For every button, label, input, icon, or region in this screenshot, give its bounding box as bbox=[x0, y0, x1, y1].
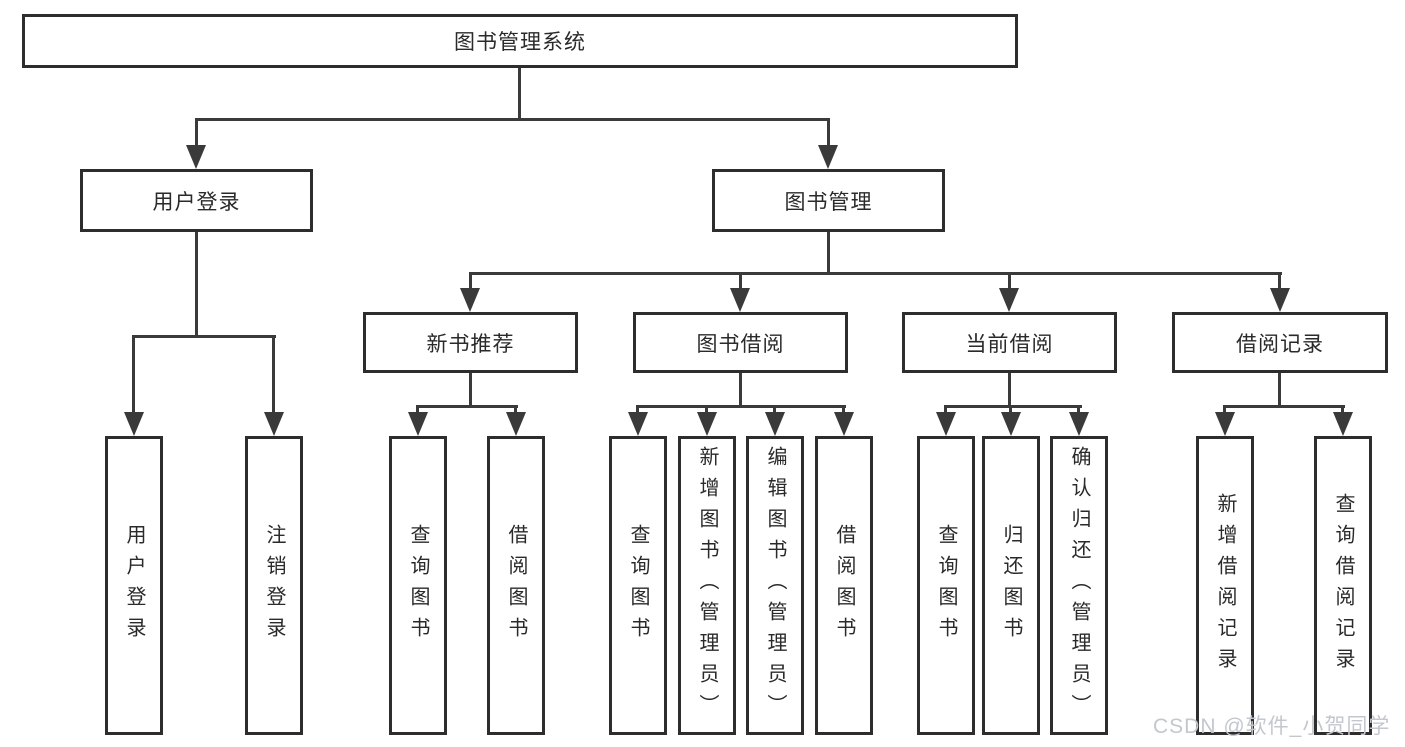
node-book-management: 图书管理 bbox=[712, 169, 945, 232]
leaf-edit-book-admin: 编辑图书（管理员） bbox=[746, 436, 804, 735]
connector-drop-leaf bbox=[1341, 405, 1344, 415]
connector-drop-leaf bbox=[842, 405, 845, 415]
node-book-borrow-label: 图书借阅 bbox=[696, 332, 785, 356]
connector-drop-leaf bbox=[773, 405, 776, 415]
connector-group-rail bbox=[944, 405, 1082, 408]
arrowhead-icon bbox=[264, 412, 284, 436]
csdn-watermark: CSDN @软件_小贺同学 bbox=[1153, 715, 1391, 738]
leaf-confirm-return-admin: 确认归还（管理员） bbox=[1050, 436, 1108, 735]
leaf-add-book-admin-label: 新增图书（管理员） bbox=[696, 446, 718, 725]
arrowhead-icon bbox=[818, 145, 838, 169]
connector-group-stem bbox=[469, 373, 472, 407]
leaf-edit-book-admin-label: 编辑图书（管理员） bbox=[764, 446, 786, 725]
leaf-borrow-book-2-label: 借阅图书 bbox=[833, 523, 855, 648]
arrowhead-icon bbox=[936, 412, 956, 436]
leaf-add-borrow-record: 新增借阅记录 bbox=[1196, 436, 1254, 735]
node-borrow-record: 借阅记录 bbox=[1172, 312, 1388, 373]
leaf-query-book-3: 查询图书 bbox=[917, 436, 975, 735]
connector-group-rail bbox=[1223, 405, 1345, 408]
connector-drop-module bbox=[1008, 272, 1011, 292]
connector-drop-leaf bbox=[944, 405, 947, 415]
node-root: 图书管理系统 bbox=[22, 14, 1018, 68]
node-root-label: 图书管理系统 bbox=[454, 31, 586, 54]
node-user-login: 用户登录 bbox=[80, 169, 313, 232]
arrowhead-icon bbox=[1333, 412, 1353, 436]
connector-drop-leaf bbox=[705, 405, 708, 415]
connector-drop-leaf bbox=[1009, 405, 1012, 415]
connector-drop-leaf bbox=[514, 405, 517, 415]
connector-level2-rail bbox=[195, 118, 830, 121]
connector-user-login-stem bbox=[195, 232, 198, 338]
leaf-query-borrow-record-label: 查询借阅记录 bbox=[1332, 492, 1354, 679]
leaf-borrow-book-2: 借阅图书 bbox=[815, 436, 873, 735]
node-borrow-record-label: 借阅记录 bbox=[1236, 332, 1324, 356]
leaf-query-book-2: 查询图书 bbox=[609, 436, 667, 735]
connector-drop-user-login bbox=[195, 118, 198, 150]
leaf-add-borrow-record-label: 新增借阅记录 bbox=[1214, 492, 1236, 679]
arrowhead-icon bbox=[408, 412, 428, 436]
arrowhead-icon bbox=[697, 412, 717, 436]
leaf-return-book: 归还图书 bbox=[982, 436, 1040, 735]
connector-drop-module bbox=[469, 272, 472, 292]
node-user-login-label: 用户登录 bbox=[152, 190, 241, 214]
connector-root-stem bbox=[518, 68, 521, 121]
connector-group-stem bbox=[739, 373, 742, 407]
leaf-user-login: 用户登录 bbox=[105, 436, 163, 735]
arrowhead-icon bbox=[730, 288, 750, 312]
leaf-logout: 注销登录 bbox=[245, 436, 303, 735]
leaf-query-borrow-record: 查询借阅记录 bbox=[1314, 436, 1372, 735]
connector-drop-leaf bbox=[1223, 405, 1226, 415]
connector-drop-module bbox=[739, 272, 742, 292]
node-book-management-label: 图书管理 bbox=[784, 190, 873, 214]
leaf-query-book-1-label: 查询图书 bbox=[407, 523, 429, 648]
connector-level3-rail bbox=[469, 272, 1282, 275]
leaf-query-book-1: 查询图书 bbox=[389, 436, 447, 735]
node-current-borrow: 当前借阅 bbox=[902, 312, 1117, 373]
arrowhead-icon bbox=[460, 288, 480, 312]
leaf-return-book-label: 归还图书 bbox=[1000, 523, 1022, 648]
arrowhead-icon bbox=[186, 145, 206, 169]
connector-drop-leaf bbox=[272, 335, 275, 415]
connector-drop-leaf bbox=[636, 405, 639, 415]
arrowhead-icon bbox=[1069, 412, 1089, 436]
connector-drop-leaf bbox=[132, 335, 135, 415]
leaf-confirm-return-admin-label: 确认归还（管理员） bbox=[1068, 446, 1090, 725]
node-current-borrow-label: 当前借阅 bbox=[965, 332, 1054, 356]
arrowhead-icon bbox=[999, 288, 1019, 312]
arrowhead-icon bbox=[765, 412, 785, 436]
arrowhead-icon bbox=[834, 412, 854, 436]
leaf-query-book-2-label: 查询图书 bbox=[627, 523, 649, 648]
node-new-book-recommend-label: 新书推荐 bbox=[426, 332, 515, 356]
connector-group-stem bbox=[1008, 373, 1011, 407]
leaf-logout-label: 注销登录 bbox=[263, 523, 285, 648]
arrowhead-icon bbox=[506, 412, 526, 436]
arrowhead-icon bbox=[1001, 412, 1021, 436]
connector-user-login-rail bbox=[132, 335, 276, 338]
leaf-user-login-label: 用户登录 bbox=[123, 523, 145, 648]
connector-book-mgmt-stem bbox=[827, 232, 830, 275]
connector-drop-module bbox=[1278, 272, 1281, 292]
arrowhead-icon bbox=[628, 412, 648, 436]
node-book-borrow: 图书借阅 bbox=[633, 312, 848, 373]
node-new-book-recommend: 新书推荐 bbox=[363, 312, 578, 373]
leaf-borrow-book-1-label: 借阅图书 bbox=[505, 523, 527, 648]
connector-drop-leaf bbox=[1077, 405, 1080, 415]
leaf-add-book-admin: 新增图书（管理员） bbox=[678, 436, 736, 735]
arrowhead-icon bbox=[1215, 412, 1235, 436]
leaf-query-book-3-label: 查询图书 bbox=[935, 523, 957, 648]
connector-group-stem bbox=[1278, 373, 1281, 407]
leaf-borrow-book-1: 借阅图书 bbox=[487, 436, 545, 735]
arrowhead-icon bbox=[124, 412, 144, 436]
connector-drop-book-mgmt bbox=[827, 118, 830, 150]
arrowhead-icon bbox=[1270, 288, 1290, 312]
connector-group-rail bbox=[636, 405, 846, 408]
connector-group-rail bbox=[416, 405, 518, 408]
connector-drop-leaf bbox=[416, 405, 419, 415]
